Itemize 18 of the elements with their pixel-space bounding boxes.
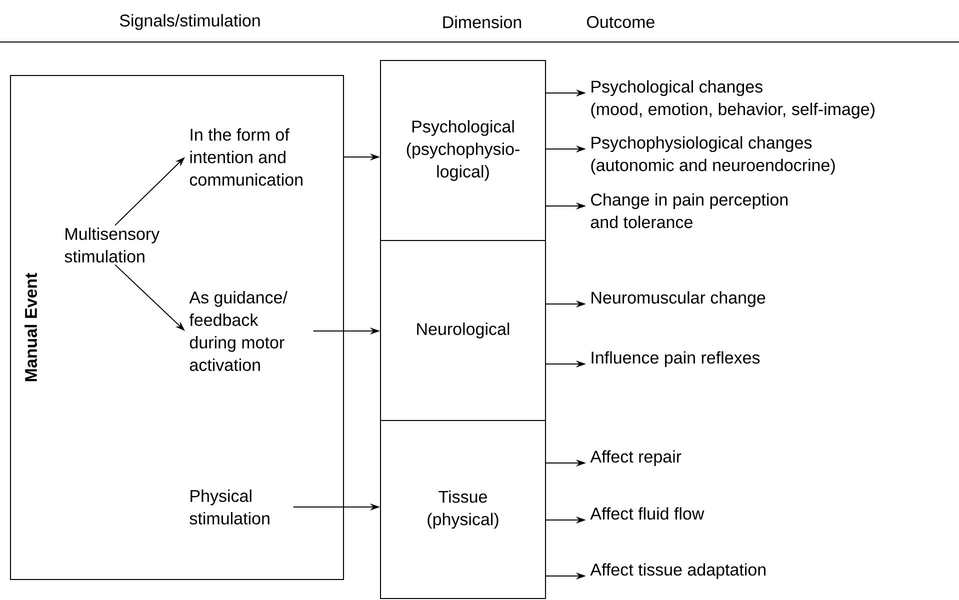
outcome-text: Neuromuscular change bbox=[592, 291, 766, 308]
outcome-text: Psychophysiological changes (autonomic and neuroendocrine) bbox=[591, 136, 835, 175]
column-heading: Dimension bbox=[443, 16, 522, 28]
stage-text: As guidance/ feedback during motor activation bbox=[189, 291, 288, 371]
dimension-box: Psychological (psychophysio-logical) bbox=[380, 60, 546, 241]
outcome-text: Affect fluid flow bbox=[590, 507, 704, 520]
outcome-text: Change in pain perception and tolerance bbox=[590, 193, 788, 228]
dimension-box: Neurological bbox=[380, 240, 546, 421]
outcome-text: Affect tissue adaptation bbox=[590, 563, 766, 580]
outcome-text: Psychological changes (mood, emotion, behavior, self-image) bbox=[591, 80, 874, 119]
column-heading: Signals/stimulation bbox=[120, 14, 260, 30]
stage-text: Physical stimulation bbox=[190, 490, 270, 524]
column-heading: Outcome bbox=[587, 16, 654, 28]
stage-text: In the form of intention and communication bbox=[190, 128, 302, 186]
outcome-text: Influence pain reflexes bbox=[592, 351, 760, 368]
dimension-box: Tissue (physical) bbox=[380, 420, 546, 599]
outcome-text: Affect repair bbox=[590, 450, 682, 466]
stage-text: Multisensory stimulation bbox=[64, 228, 160, 262]
